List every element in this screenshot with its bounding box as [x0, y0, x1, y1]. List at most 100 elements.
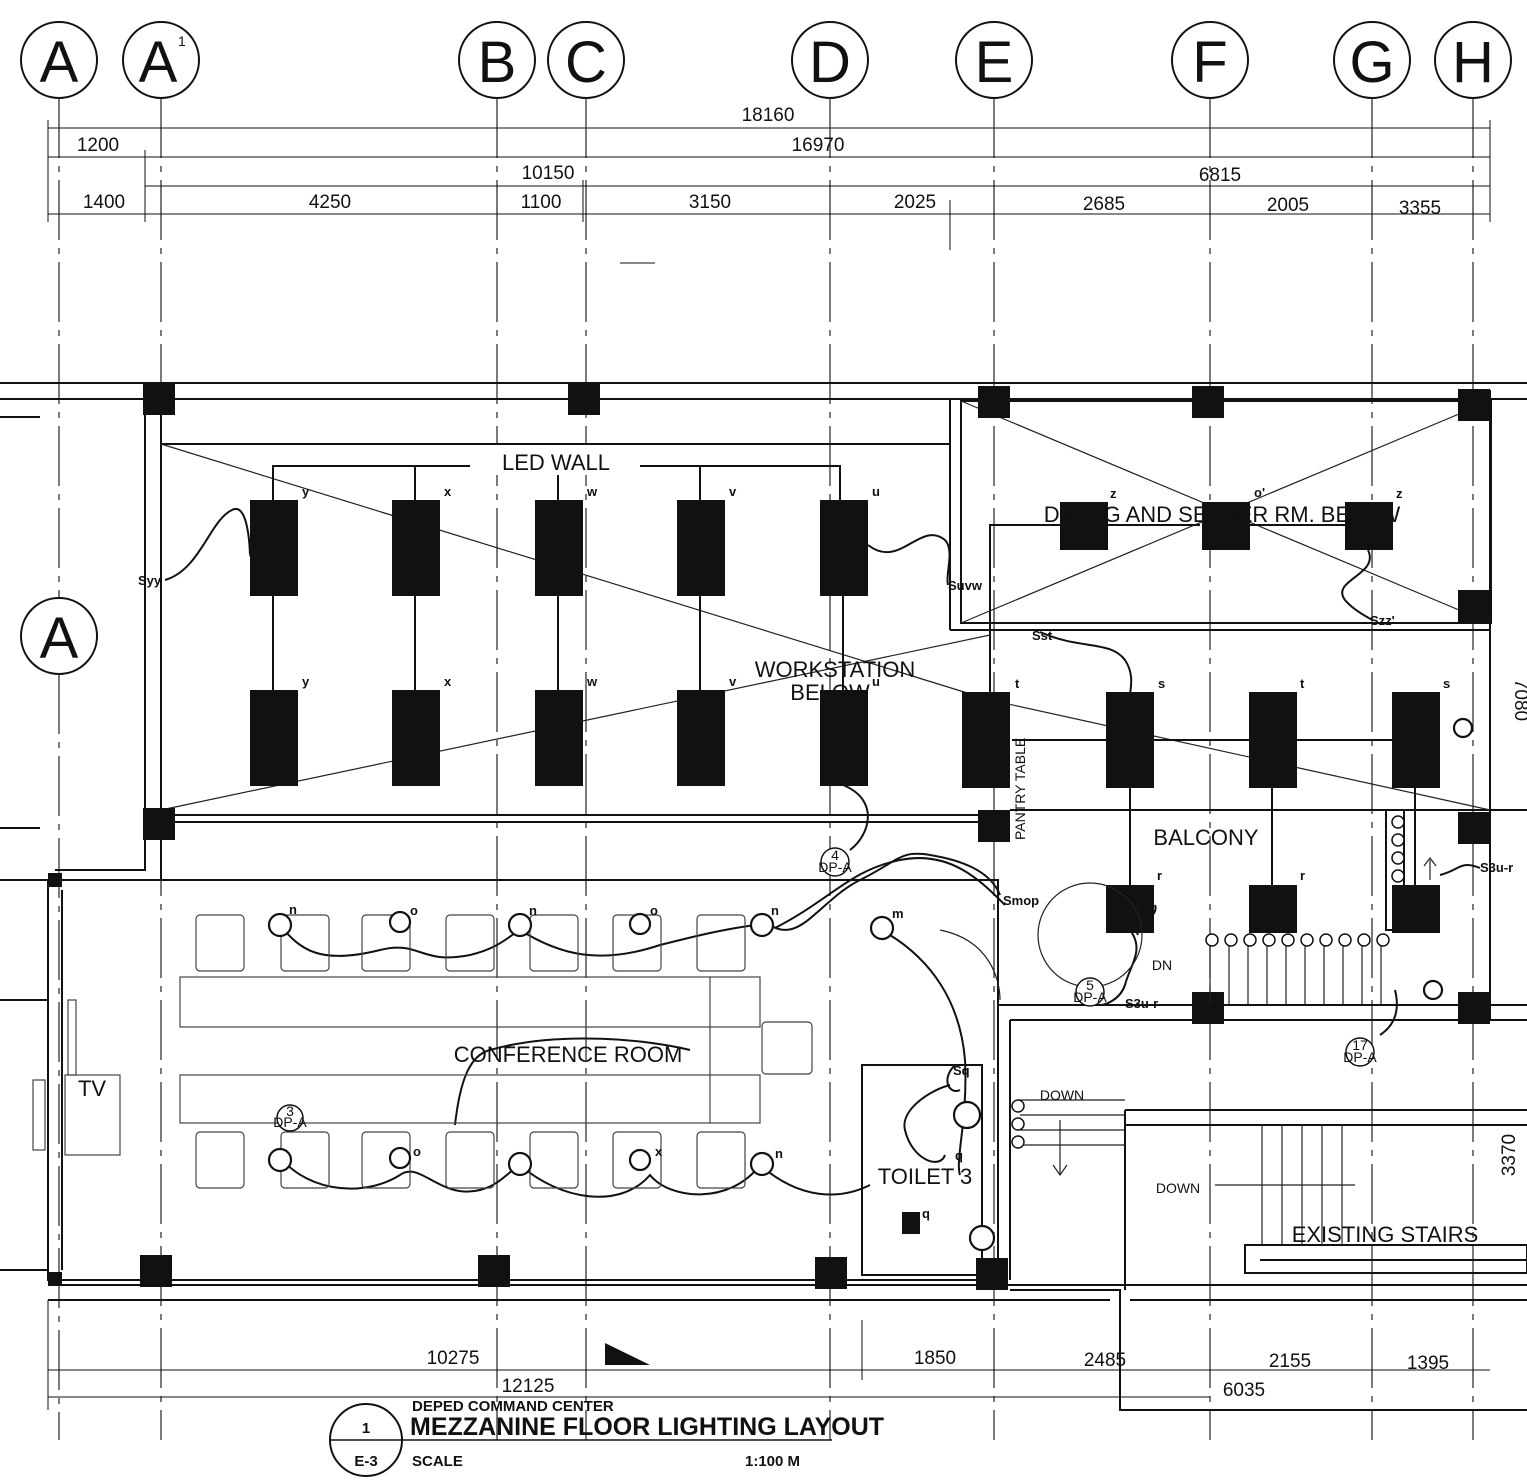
- panel-3-ref: DP-A: [273, 1114, 307, 1130]
- switch-szz: Szz': [1370, 613, 1395, 628]
- dim-2025: 2025: [894, 192, 936, 213]
- panel-5-num: 5: [1086, 977, 1094, 993]
- dim-2155: 2155: [1269, 1351, 1311, 1372]
- switch-syy: Syy: [138, 573, 162, 588]
- tag-balcony-r: r: [1157, 868, 1162, 883]
- fixture-row1-w: [535, 500, 583, 596]
- panel-5-ref: DP-A: [1073, 989, 1107, 1005]
- tag-dl-n2: n: [529, 903, 537, 918]
- switch-s3ur-1: S3u-r: [1480, 860, 1513, 875]
- columns: [48, 383, 1490, 1290]
- tag-dining-z2: z: [1396, 486, 1403, 501]
- light-fixtures: [250, 500, 1440, 1234]
- conference-room-label: CONFERENCE ROOM: [454, 1042, 683, 1067]
- stairs: [939, 857, 1437, 1245]
- fixture-dining-o: [1202, 502, 1250, 550]
- balcony-label: BALCONY: [1153, 825, 1258, 850]
- tag-row2-s: s: [1158, 676, 1165, 691]
- dim-1100: 1100: [521, 192, 562, 213]
- walls: [0, 382, 1527, 1411]
- tag-dl-n1: n: [289, 902, 297, 917]
- tag-row2-s2: s: [1443, 676, 1450, 691]
- dim-12125: 12125: [502, 1376, 555, 1397]
- dim-overall: 18160: [742, 105, 795, 126]
- grid-label-h: H: [1452, 30, 1494, 95]
- fixture-row2-w: [535, 690, 583, 786]
- dimension-lines: [47, 120, 1491, 264]
- tag-dl-o2: o: [650, 903, 658, 918]
- tag-dining-z: z: [1110, 486, 1117, 501]
- tag-dl-o3: o: [413, 1144, 421, 1159]
- dn-label: DN: [1152, 957, 1172, 973]
- tag-row2-y: y: [302, 674, 310, 689]
- tag-dl-m: m: [892, 906, 904, 921]
- panel-4-ref: DP-A: [818, 859, 852, 875]
- tag-dl-o1: o: [410, 903, 418, 918]
- switch-sq: Sq: [953, 1063, 970, 1078]
- tag-row1-u: u: [872, 484, 880, 499]
- dim-2685: 2685: [1083, 194, 1125, 215]
- dim-4250: 4250: [309, 192, 351, 213]
- sheet-reference: E-3: [354, 1453, 377, 1470]
- dim-2005: 2005: [1267, 195, 1309, 216]
- tag-row1-y: y: [302, 484, 310, 499]
- switch-suvw: Suvw: [948, 578, 983, 593]
- grid-label-f: F: [1192, 30, 1227, 95]
- dimension-texts-bottom: 10275 1850 2485 2155 1395 12125 6035 708…: [427, 679, 1527, 1401]
- dim-6815: 6815: [1199, 165, 1241, 186]
- chairs: [195, 914, 813, 1189]
- switch-smop: Smop: [1003, 893, 1039, 908]
- grid-labels: A A 1 B C D E F G H A: [40, 30, 1494, 671]
- down-label-1: DOWN: [1040, 1087, 1084, 1103]
- fixture-toilet-exhaust: [902, 1212, 920, 1234]
- down-label-2: DOWN: [1156, 1180, 1200, 1196]
- grid-label-a-left: A: [40, 606, 79, 671]
- tag-row2-x: x: [444, 674, 452, 689]
- tag-dl-n3: n: [771, 903, 779, 918]
- dim-1400: 1400: [83, 192, 125, 213]
- dim-2485: 2485: [1084, 1350, 1126, 1371]
- dim-1850: 1850: [914, 1348, 956, 1369]
- tag-row1-v: v: [729, 484, 737, 499]
- tag-balcony-r2: r: [1300, 868, 1305, 883]
- fixture-balcony-r2: [1249, 885, 1297, 933]
- dining-server-label: DINING AND SERVER RM. BELOW: [1044, 502, 1401, 527]
- panel-callout-texts: 4 DP-A 5 DP-A 3 DP-A 17 DP-A: [273, 847, 1377, 1130]
- tag-row2-u: u: [872, 674, 880, 689]
- dim-10275: 10275: [427, 1348, 480, 1369]
- tag-dining-o: o': [1254, 485, 1265, 500]
- north-arrow: [605, 1343, 650, 1365]
- panel-callouts: [276, 847, 1375, 1132]
- fixture-row1-u: [820, 500, 868, 596]
- tag-dl-n4: n: [775, 1146, 783, 1161]
- grid-label-g: G: [1349, 30, 1394, 95]
- tag-row2-t: t: [1015, 676, 1020, 691]
- scale-label: SCALE: [412, 1453, 463, 1470]
- fixture-balcony-r3: [1392, 885, 1440, 933]
- fixture-row1-x: [392, 500, 440, 596]
- room-labels: LED WALL DINING AND SERVER RM. BELOW WOR…: [78, 445, 1478, 1247]
- panel-17-num: 17: [1352, 1037, 1368, 1053]
- dim-7080: 7080: [1510, 679, 1527, 721]
- grid-label-a1-superscript: 1: [178, 33, 186, 49]
- fixture-row1-v: [677, 500, 725, 596]
- dim-3370: 3370: [1499, 1134, 1520, 1176]
- conference-table: [32, 976, 761, 1156]
- scale-value: 1:100 M: [745, 1453, 800, 1470]
- led-wall-label: LED WALL: [502, 450, 610, 475]
- title-block: 1 E-3 DEPED COMMAND CENTER MEZZANINE FLO…: [329, 1398, 884, 1477]
- grid-label-a1: A: [139, 30, 178, 95]
- panel-4-num: 4: [831, 847, 839, 863]
- pantry-label: PANTRY TABLE: [1012, 738, 1028, 840]
- tag-row1-x: x: [444, 484, 452, 499]
- fixture-dining-z2: [1345, 502, 1393, 550]
- dimension-texts-top: 18160 1200 16970 10150 6815 1400 4250 11…: [77, 105, 1441, 219]
- workstation-label-2: BELOW: [790, 680, 870, 705]
- grid-label-c: C: [565, 30, 607, 95]
- tag-row2-v: v: [729, 674, 737, 689]
- dim-1200: 1200: [77, 135, 119, 156]
- fixture-row2-v: [677, 690, 725, 786]
- project-name: DEPED COMMAND CENTER: [412, 1398, 614, 1415]
- grid-label-d: D: [809, 30, 851, 95]
- tag-row2-t2: t: [1300, 676, 1305, 691]
